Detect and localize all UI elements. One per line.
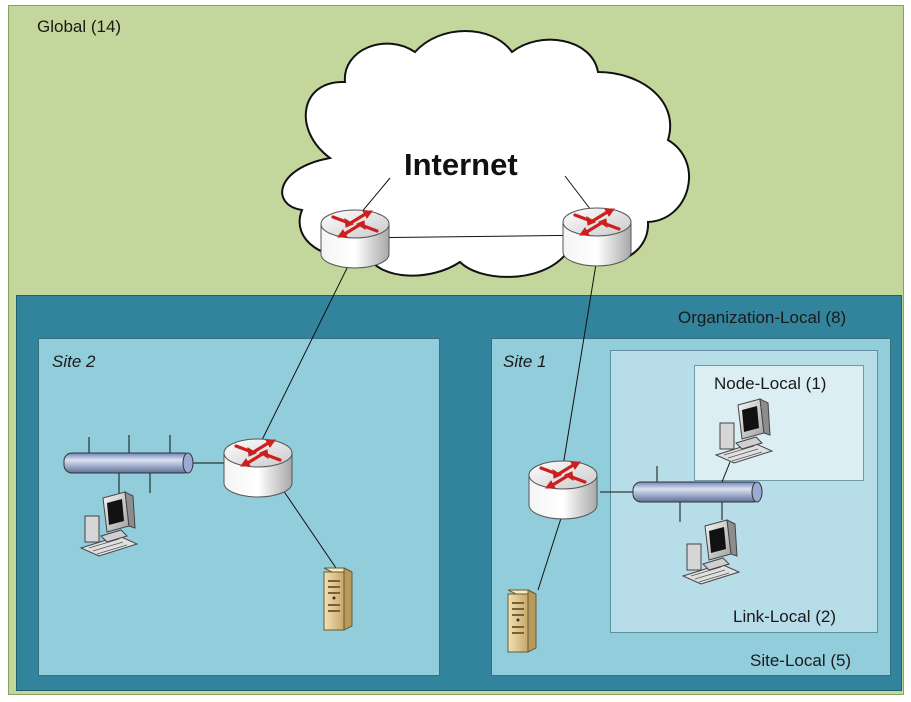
computer-icon [80,491,138,557]
site-local-label: Site-Local (5) [750,651,852,670]
node-local-label: Node-Local (1) [714,374,827,393]
global-scope-label: Global (14) [37,17,122,36]
internet-label: Internet [404,147,518,182]
ethernet-bus-icon [63,452,194,474]
site1-label: Site 1 [503,352,547,371]
server-icon [323,567,353,631]
server-icon [507,589,537,653]
router-icon [561,206,633,268]
computer-icon [682,519,740,585]
computer-icon [715,398,773,464]
router-icon [527,459,599,521]
organization-local-label: Organization-Local (8) [678,308,847,327]
ethernet-bus-icon [632,481,763,503]
link-local-label: Link-Local (2) [733,607,836,626]
router-icon [222,437,294,499]
node-local-zone [694,365,864,481]
site2-label: Site 2 [52,352,96,371]
router-icon [319,208,391,270]
